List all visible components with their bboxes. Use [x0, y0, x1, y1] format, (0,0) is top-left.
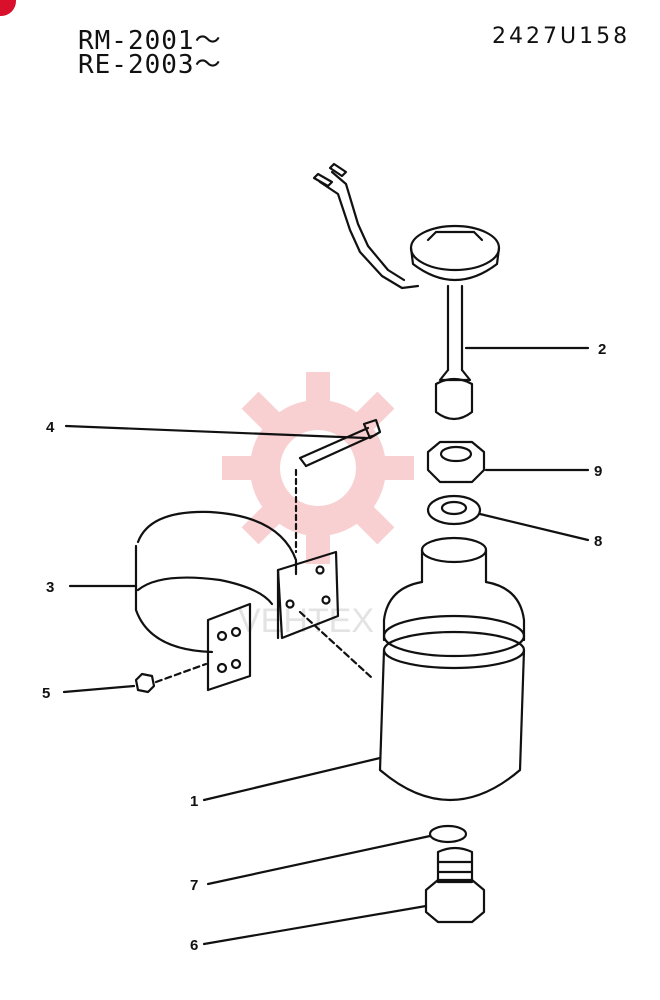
part-4-bolt	[64, 418, 382, 554]
watermark	[222, 372, 414, 564]
callout-1: 1	[190, 793, 198, 810]
part-5-small-nut	[62, 662, 208, 694]
callout-2: 2	[598, 341, 606, 358]
model-range-re: RE-2003～	[78, 50, 222, 80]
drawing-number: 2427U158	[492, 24, 631, 49]
part-9-hex-nut	[426, 440, 590, 484]
part-8-washer	[426, 494, 590, 542]
callout-9: 9	[594, 463, 602, 480]
callout-7: 7	[190, 877, 198, 894]
part-6-drain-plug	[202, 846, 486, 946]
callout-3: 3	[46, 579, 54, 596]
model-range-rm: RM-2001～	[78, 26, 222, 56]
callout-4: 4	[46, 419, 55, 436]
part-2-float-sensor	[312, 162, 590, 421]
part-7-o-ring	[206, 824, 468, 886]
watermark-text: VEHTEX	[238, 602, 374, 640]
part-3-band-clamp	[68, 510, 374, 692]
part-1-tank	[202, 536, 526, 802]
callout-8: 8	[594, 533, 602, 550]
callout-6: 6	[190, 937, 198, 954]
callout-5: 5	[42, 685, 50, 702]
